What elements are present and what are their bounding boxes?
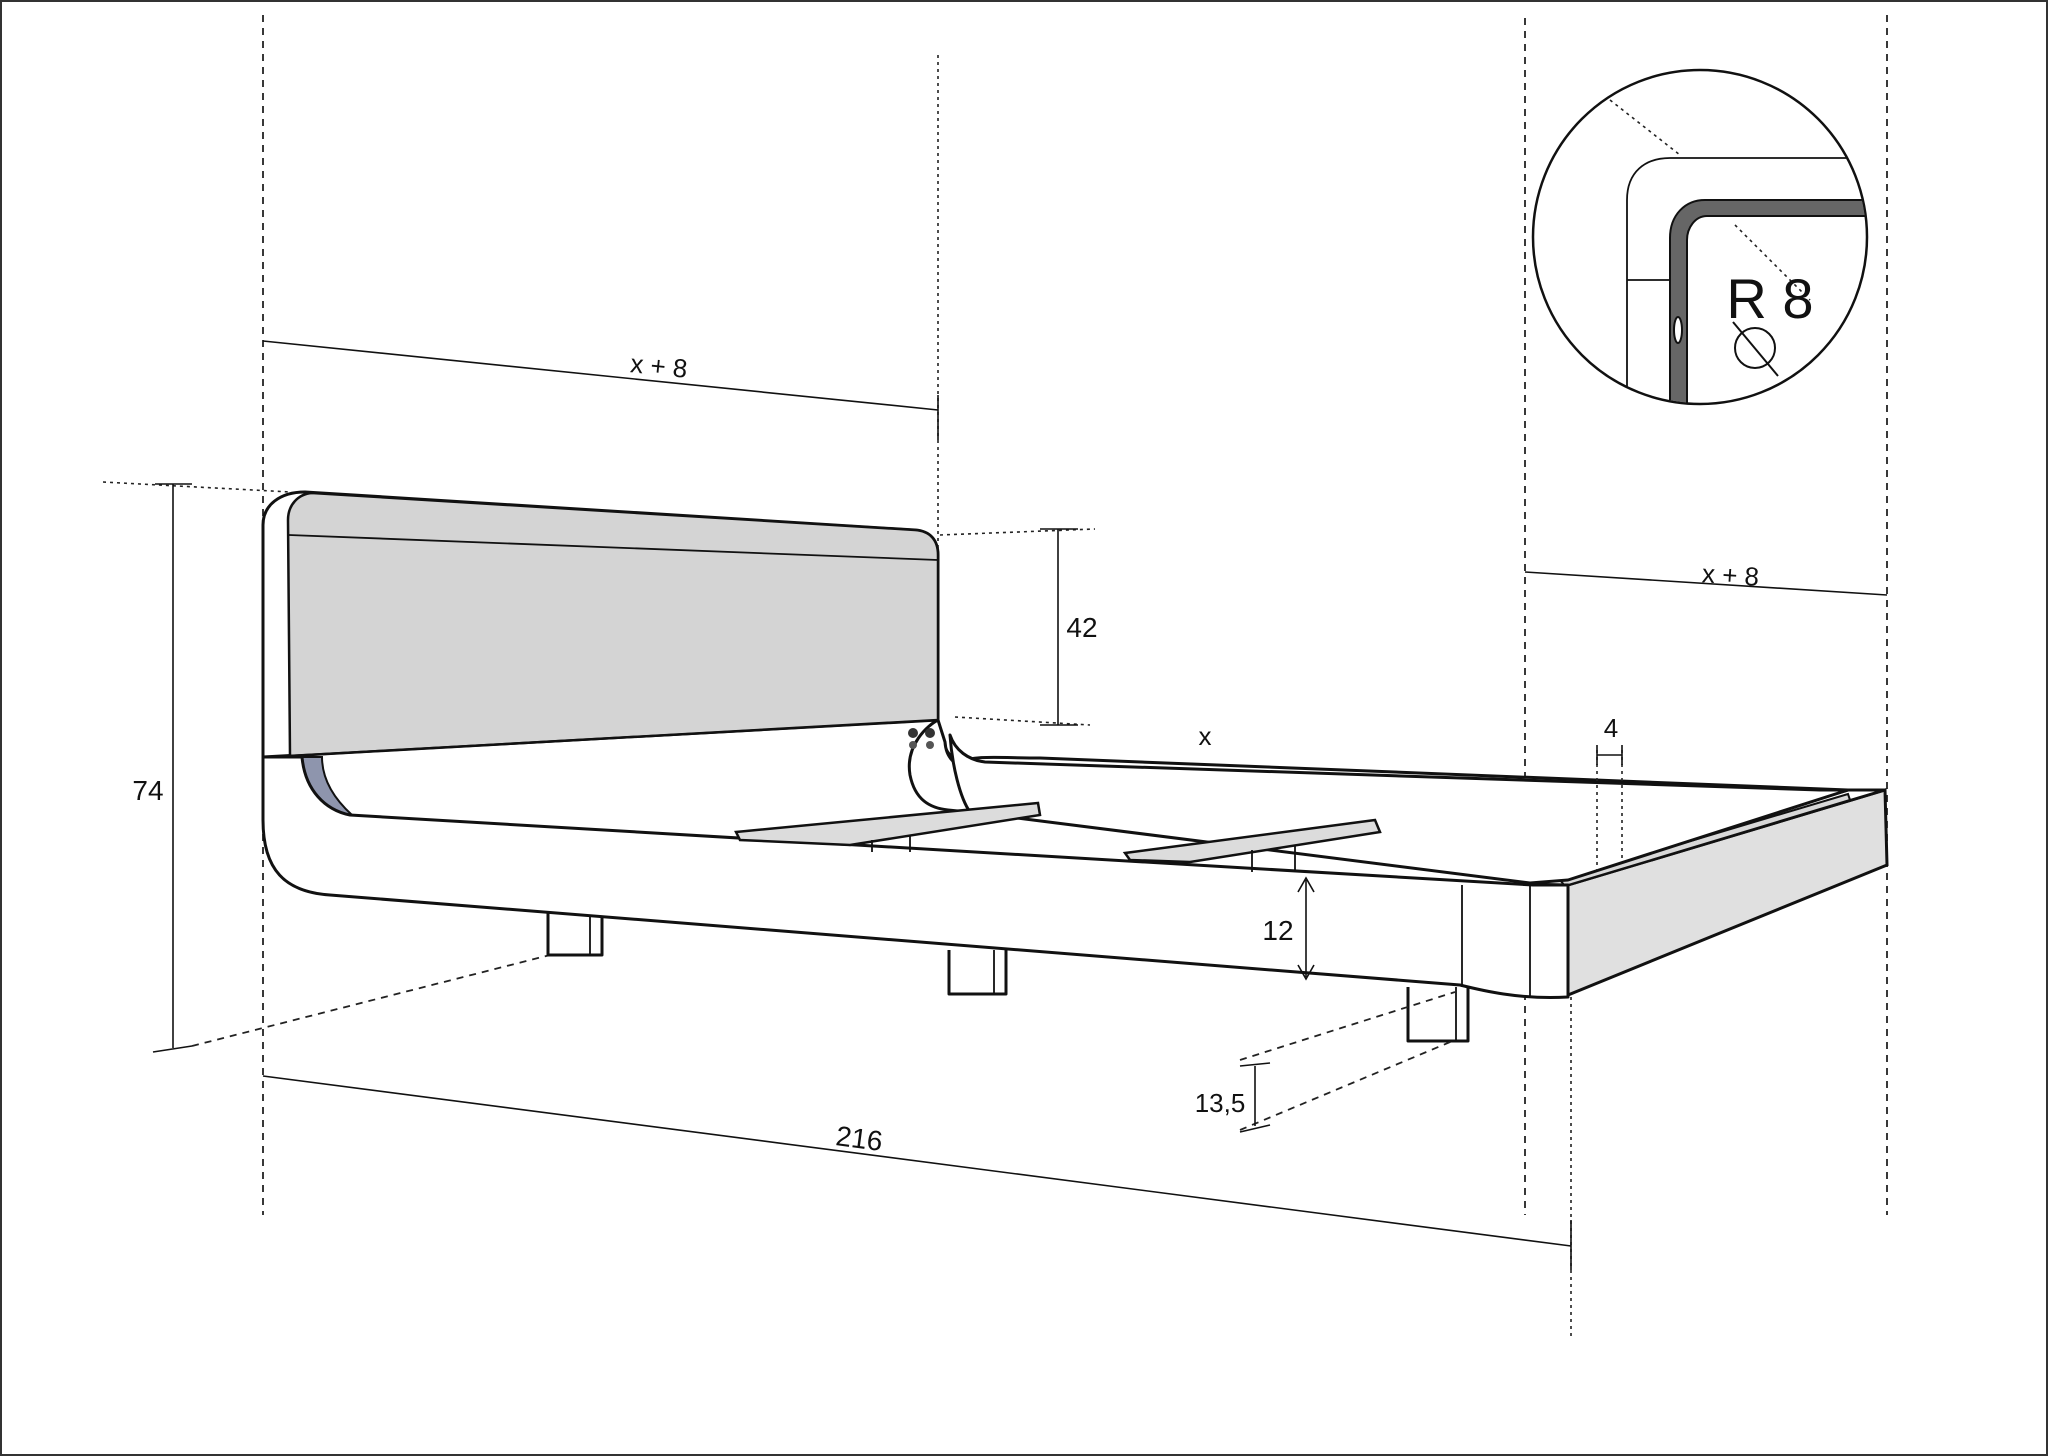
headboard <box>261 490 940 759</box>
dimension-total-length: 216 <box>262 1075 1572 1270</box>
dimension-side-width: x + 8 <box>1524 558 1888 596</box>
headboard-width-label: x + 8 <box>629 348 689 384</box>
headboard-cushion <box>286 491 940 758</box>
total-height-label: 74 <box>132 775 163 806</box>
mattress-width-label: x <box>1199 721 1212 751</box>
dimension-total-height: 74 <box>102 481 551 1053</box>
radius-label: R 8 <box>1726 267 1813 330</box>
bed-legs <box>546 913 1470 1043</box>
leg-height-label: 13,5 <box>1195 1088 1246 1118</box>
frame-thickness-label: 4 <box>1604 713 1618 743</box>
dimension-frame-thickness: 4 <box>1596 713 1623 870</box>
corner-radius-detail: R 8 <box>1531 68 1869 406</box>
side-width-label: x + 8 <box>1701 558 1760 592</box>
dimension-headboard-width: x + 8 <box>262 340 939 440</box>
frame-height-label: 12 <box>1262 915 1293 946</box>
dimension-frame-height: 12 <box>1262 876 1315 981</box>
dimension-headboard-height: 42 <box>939 528 1098 726</box>
slats <box>734 801 1382 872</box>
frame-left-side <box>261 755 1570 1000</box>
headboard-height-label: 42 <box>1066 612 1097 643</box>
dimension-leg-height: 13,5 <box>1195 991 1456 1133</box>
bed-drawing <box>261 490 1889 1043</box>
total-length-label: 216 <box>834 1120 884 1157</box>
